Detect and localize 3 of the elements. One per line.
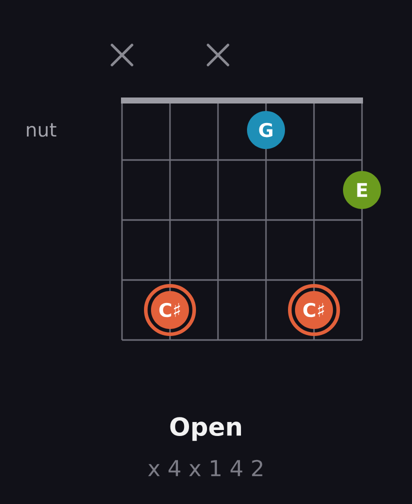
fingering-text: x 4 x 1 4 2 <box>148 460 262 476</box>
nut-label: nut <box>26 123 56 137</box>
chord-name: Open <box>170 417 241 441</box>
